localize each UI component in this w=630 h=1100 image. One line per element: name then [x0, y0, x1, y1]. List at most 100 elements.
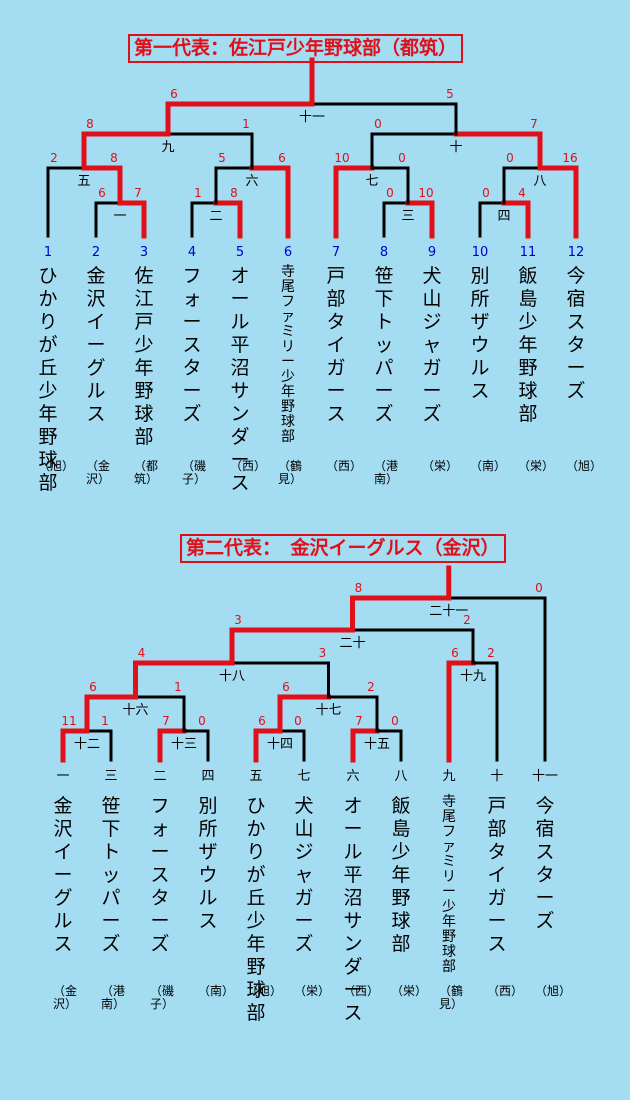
b1-match-2-left-score: 1: [194, 186, 202, 200]
b1-team-name-8: 笹下トッパーズ: [374, 265, 394, 425]
b1-match-10-right-score: 7: [530, 117, 538, 131]
b1-seed-5: 5: [236, 245, 244, 260]
b1-team-region-2: （金沢）: [86, 459, 111, 486]
b1-team-region-11: （栄）: [518, 459, 555, 473]
b1-team-region-5: （西）: [230, 459, 267, 473]
b2-team-name-8: 飯島少年野球部: [391, 795, 411, 955]
b1-seed-1: 1: [44, 245, 52, 260]
b1-match-6-left-score: 5: [218, 151, 226, 165]
b2-match-3-left-score: 6: [258, 714, 266, 728]
b1-match-2-right-score: 8: [230, 186, 238, 200]
b1-team-name-10: 別所ザウルス: [470, 265, 490, 402]
b1-seed-6: 6: [284, 245, 292, 260]
b2-match-2-left-score: 7: [162, 714, 170, 728]
b1-seed-11: 11: [520, 245, 537, 260]
b1-match-3-right-score: 10: [418, 186, 433, 200]
b2-team-name-4: 別所ザウルス: [198, 795, 218, 932]
b2-team-region-9: （鶴見）: [439, 984, 464, 1011]
b2-seed-9: 九: [442, 769, 455, 784]
b1-match-7-number: 七: [365, 174, 378, 189]
b1-team-region-8: （港南）: [374, 459, 399, 486]
b2-match-9-right-score: 2: [463, 613, 471, 627]
b2-match-8-left-score: 6: [451, 646, 459, 660]
b2-match-10-number: 二十一: [429, 604, 468, 619]
b1-match-8-left-score: 0: [506, 151, 514, 165]
b1-team-name-7: 戸部タイガース: [326, 265, 346, 425]
b1-match-7-left-score: 10: [334, 151, 349, 165]
b2-match-10-right-score: 0: [535, 581, 543, 595]
b1-team-region-6: （鶴見）: [278, 459, 303, 486]
b2-team-region-11: （旭）: [535, 984, 572, 998]
b1-match-9-right-score: 1: [242, 117, 250, 131]
b1-match-7-right-score: 0: [398, 151, 406, 165]
b1-match-4-right-score: 4: [518, 186, 526, 200]
b2-seed-7: 六: [346, 769, 359, 784]
b1-match-9-number: 九: [161, 140, 174, 155]
b2-match-2-right-score: 0: [198, 714, 206, 728]
b1-seed-7: 7: [332, 245, 340, 260]
b2-team-name-11: 今宿スターズ: [535, 795, 555, 932]
b2-match-1-left-score: 11: [61, 714, 76, 728]
b1-match-6-right-score: 6: [278, 151, 286, 165]
b2-team-name-10: 戸部タイガース: [487, 795, 507, 955]
b2-match-8-right-score: 2: [487, 646, 495, 660]
b1-team-region-7: （西）: [326, 459, 363, 473]
b1-match-8-right-score: 16: [562, 151, 577, 165]
b1-match-6-number: 六: [245, 174, 258, 189]
b2-match-10-left-score: 8: [355, 581, 363, 595]
b2-match-9-left-score: 3: [234, 613, 242, 627]
b1-match-11-number: 十一: [299, 110, 325, 125]
b2-seed-2: 三: [104, 769, 117, 784]
b2-match-4-left-score: 7: [355, 714, 363, 728]
b2-match-7-right-score: 3: [319, 646, 327, 660]
b2-match-5-number: 十六: [122, 703, 148, 718]
b2-match-5-right-score: 1: [174, 680, 182, 694]
b2-team-region-5: （旭）: [246, 984, 283, 998]
b2-team-region-10: （西）: [487, 984, 524, 998]
b2-team-region-1: （金沢）: [53, 984, 78, 1011]
b1-match-10-left-score: 0: [374, 117, 382, 131]
b1-match-4-left-score: 0: [482, 186, 490, 200]
b1-team-name-11: 飯島少年野球部: [518, 265, 538, 425]
b1-match-10-number: 十: [449, 140, 462, 155]
b2-match-7-number: 十八: [219, 669, 245, 684]
b2-match-1-right-score: 1: [101, 714, 109, 728]
b2-match-2-number: 十三: [171, 737, 197, 752]
b2-seed-5: 五: [249, 769, 262, 784]
b2-team-region-2: （港南）: [101, 984, 126, 1011]
b2-match-4-number: 十五: [364, 737, 390, 752]
b1-match-5-number: 五: [77, 174, 90, 189]
b1-seed-12: 12: [568, 245, 585, 260]
b2-match-1-number: 十二: [74, 737, 100, 752]
b2-match-6-left-score: 6: [282, 680, 290, 694]
b2-team-name-6: 犬山ジャガーズ: [294, 795, 314, 955]
b1-team-region-12: （旭）: [566, 459, 603, 473]
b2-team-name-5: ひかりが丘少年野球部: [246, 795, 266, 1024]
b2-match-7-left-score: 4: [138, 646, 146, 660]
b1-seed-8: 8: [380, 245, 388, 260]
b2-team-name-3: フォースターズ: [150, 795, 170, 955]
b2-team-name-2: 笹下トッパーズ: [101, 795, 121, 955]
b1-seed-2: 2: [92, 245, 100, 260]
b1-match-5-left-score: 2: [50, 151, 58, 165]
b1-match-5-right-score: 8: [110, 151, 118, 165]
b2-team-region-4: （南）: [198, 984, 235, 998]
b2-team-name-1: 金沢イーグルス: [53, 795, 73, 955]
b2-seed-3: 二: [153, 769, 166, 784]
b1-team-name-5: オール平沼サンダース: [230, 265, 250, 494]
b1-match-1-number: 一: [113, 209, 126, 224]
b1-team-region-3: （都筑）: [134, 459, 159, 486]
b1-team-region-4: （磯子）: [182, 459, 207, 486]
b2-seed-10: 十: [490, 769, 503, 784]
b2-team-region-3: （磯子）: [150, 984, 175, 1011]
b1-match-8-number: 八: [533, 174, 546, 189]
b2-seed-1: 一: [56, 769, 69, 784]
b1-team-region-1: （旭）: [38, 459, 75, 473]
b2-match-6-number: 十七: [315, 703, 341, 718]
b1-team-name-12: 今宿スターズ: [566, 265, 586, 402]
b2-team-region-8: （栄）: [391, 984, 428, 998]
b1-seed-4: 4: [188, 245, 196, 260]
b1-match-11-right-score: 5: [446, 87, 454, 101]
b2-seed-8: 八: [394, 769, 407, 784]
